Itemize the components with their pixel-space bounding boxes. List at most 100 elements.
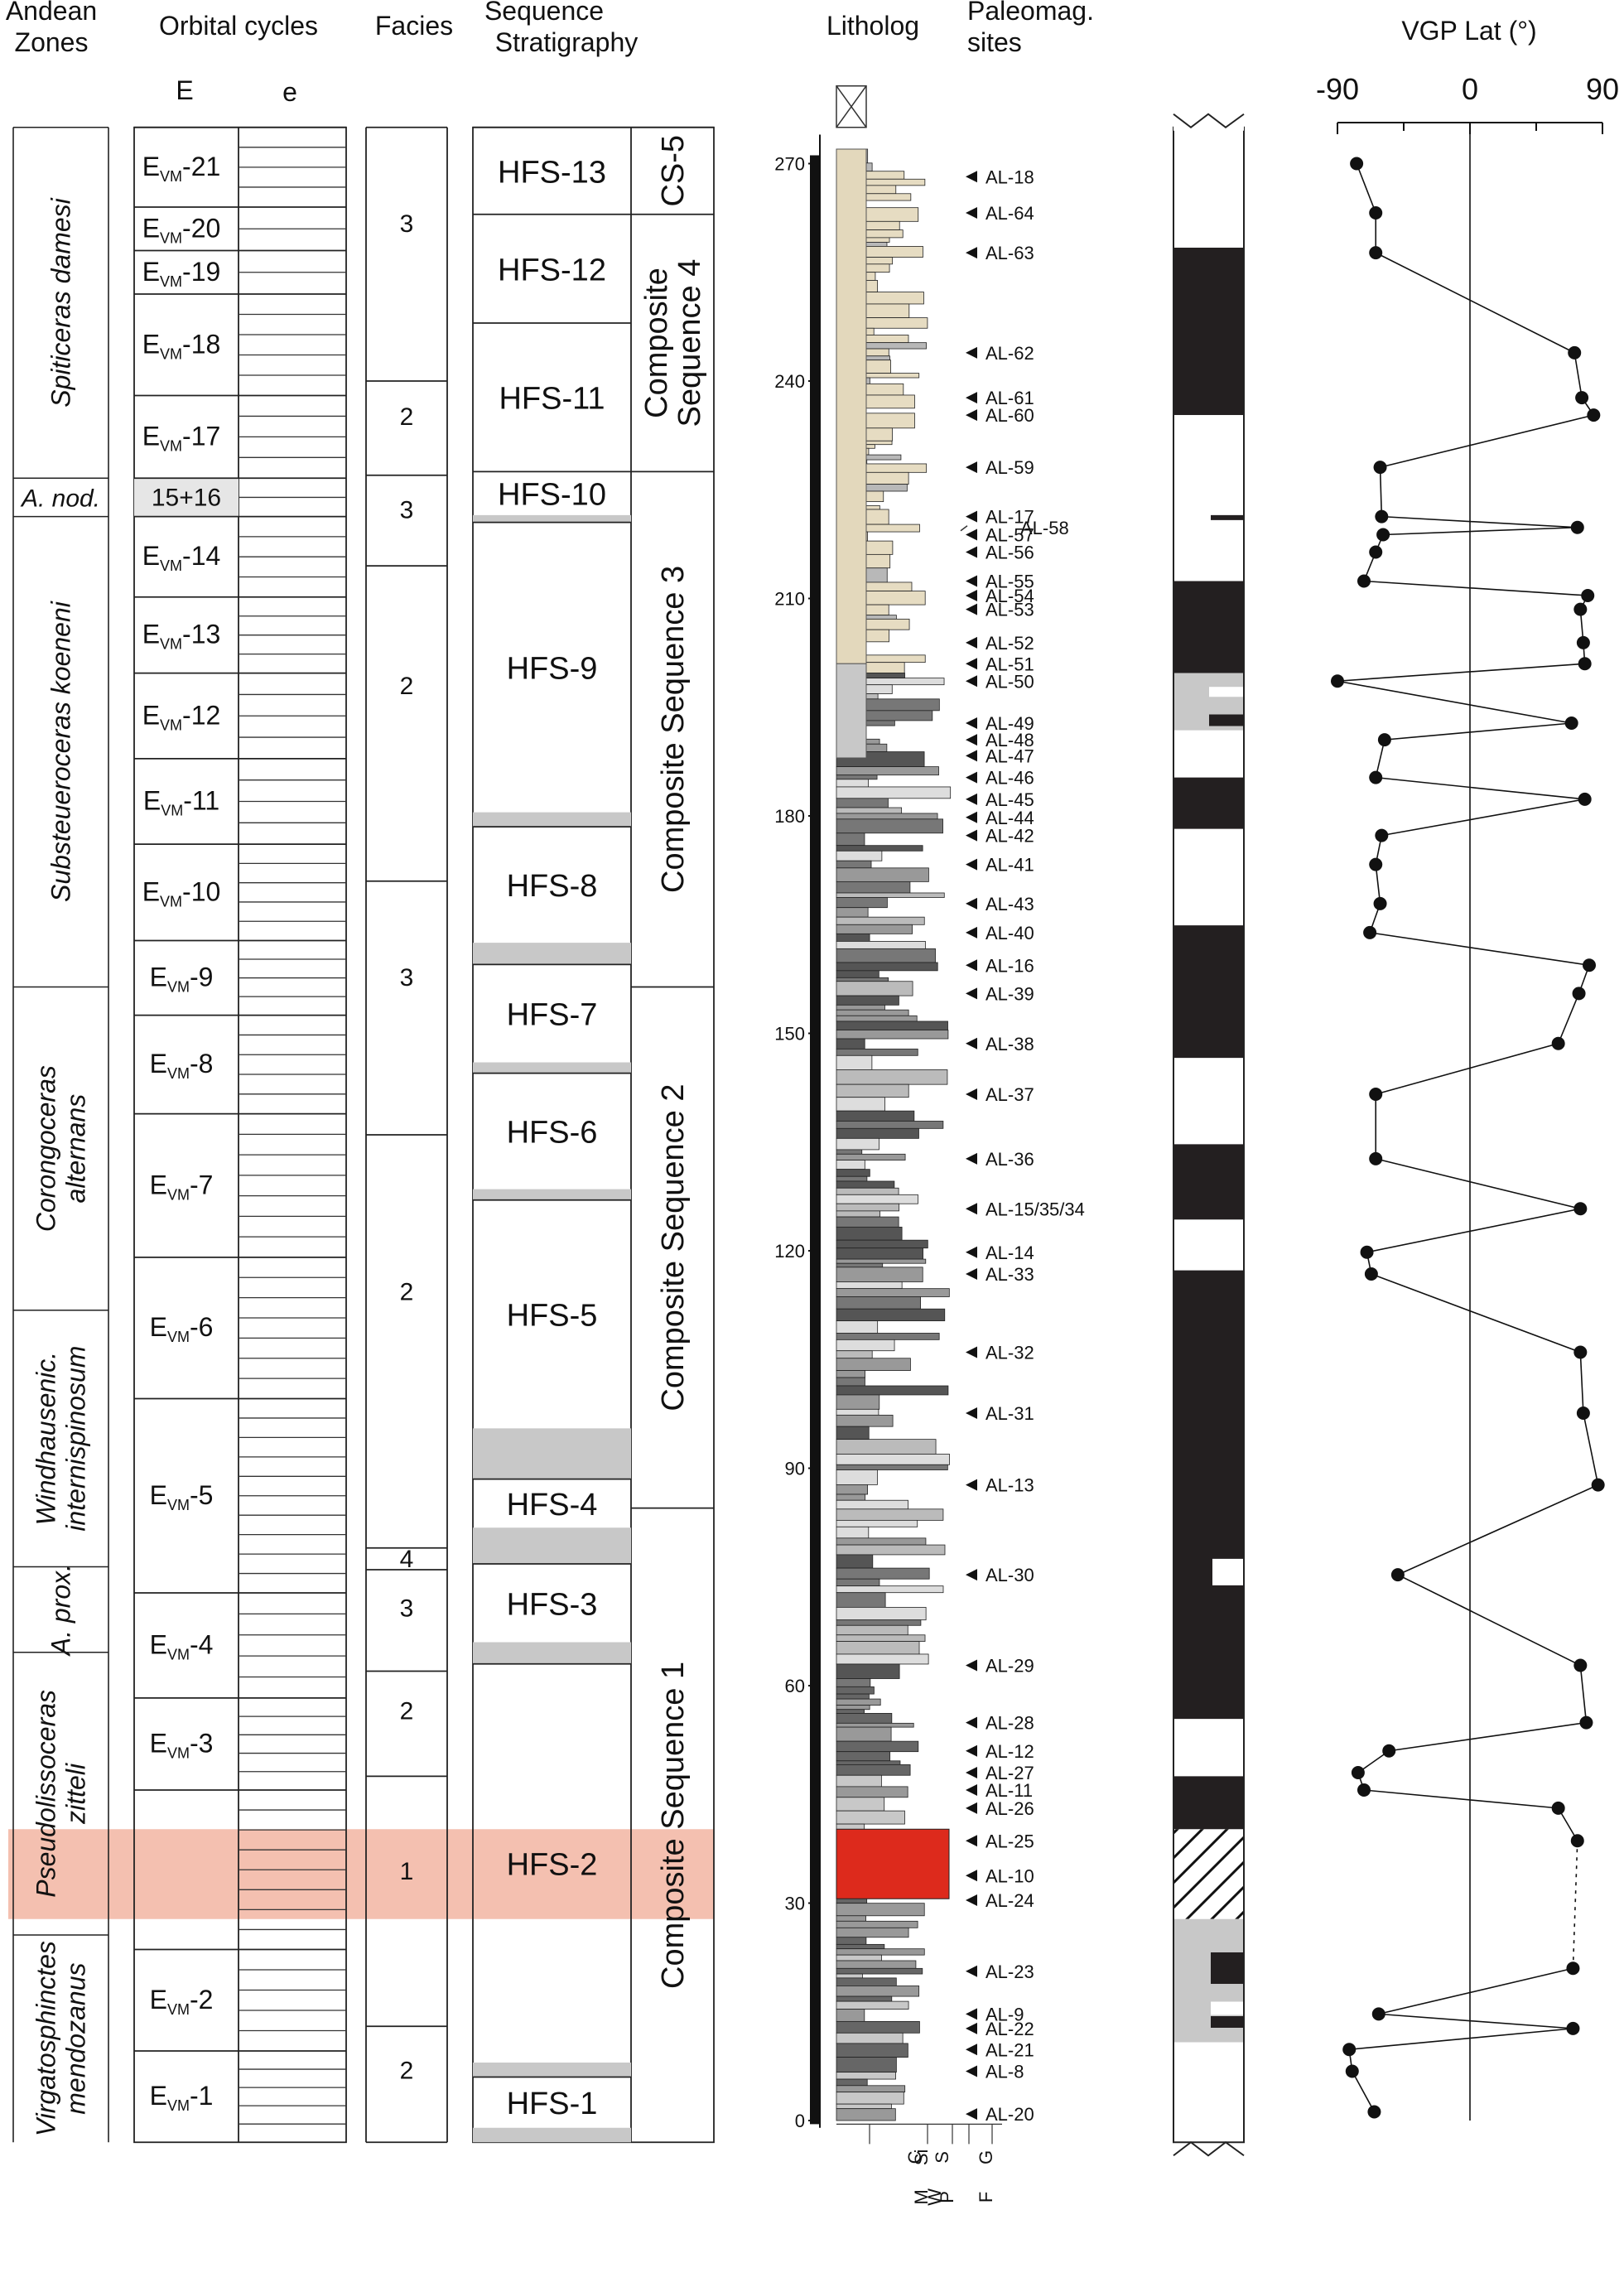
paleomag-site-label: AL-46 <box>985 768 1034 789</box>
paleomag-site-label: AL-42 <box>985 826 1034 847</box>
grain-scale-label: F <box>976 2192 996 2203</box>
site-marker-icon <box>966 1037 977 1049</box>
orbital-E-label: EVM-4 <box>150 1629 214 1662</box>
vgp-segment <box>1557 993 1580 1045</box>
vgp-point <box>1587 408 1601 422</box>
paleomag-site-label: AL-13 <box>985 1475 1034 1496</box>
vgp-point <box>1551 1036 1565 1050</box>
vgp-tick-label: 0 <box>1462 72 1478 106</box>
site-marker-icon <box>966 1716 977 1729</box>
paleomag-site-label: AL-27 <box>985 1763 1034 1783</box>
litholog-tick-label: 60 <box>785 1676 805 1696</box>
site-marker-icon <box>966 897 977 910</box>
andean-zone: Spiticeras damesi <box>13 126 108 408</box>
paleomag-site-label: AL-11 <box>985 1780 1033 1801</box>
hfs-sequence: HFS-5 <box>473 1199 631 1479</box>
header-sequence-stratigraphy: Sequence <box>484 0 604 26</box>
paleomag-site: AL-64 <box>966 203 1034 224</box>
facies-interval: 1 <box>366 1775 447 1885</box>
litholog-tick: 150 <box>774 1024 820 1045</box>
facies-interval: 3 <box>366 1569 447 1623</box>
composite-sequence: Composite Sequence 3 <box>631 470 714 893</box>
vgp-point <box>1575 391 1589 405</box>
facies-label: 2 <box>400 1279 414 1306</box>
paleomag-site: AL-9 <box>966 2004 1024 2024</box>
litholog-tick-label: 90 <box>785 1459 805 1479</box>
litholog-tick: 0 <box>795 2111 820 2131</box>
site-marker-icon <box>966 811 977 823</box>
orbital-E-cycle: EVM-2 <box>134 1948 346 2018</box>
litholog-tick-label: 240 <box>774 371 805 392</box>
vgp-point <box>1357 574 1371 588</box>
paleomag-site-label: AL-40 <box>985 923 1034 943</box>
site-marker-icon <box>966 2108 977 2121</box>
site-marker-icon <box>966 1870 977 1882</box>
site-marker-icon <box>966 658 977 670</box>
paleomag-site-label: AL-48 <box>985 730 1034 750</box>
site-marker-icon <box>966 829 977 842</box>
andean-zone: Substeueroceras koeneni <box>13 515 108 902</box>
site-marker-icon <box>966 1965 977 1977</box>
site-marker-icon <box>966 575 977 587</box>
paleomag-site: AL-61 <box>966 388 1034 408</box>
vgp-point <box>1367 2105 1381 2119</box>
facies-interval: 2 <box>366 2025 447 2144</box>
site-marker-icon <box>966 1894 977 1906</box>
orbital-E-cycle: EVM-13 <box>134 596 346 653</box>
paleomag-site-label: AL-44 <box>985 808 1034 828</box>
vgp-point <box>1551 1801 1565 1815</box>
site-marker-icon <box>966 2008 977 2020</box>
vgp-tick: 0 <box>1462 72 1478 134</box>
paleomag-site-label: AL-51 <box>985 654 1034 674</box>
orbital-E-cycle: EVM-11 <box>134 757 346 819</box>
orbital-E-label: EVM-20 <box>142 213 221 246</box>
paleomag-site-label: AL-24 <box>985 1890 1034 1911</box>
paleomag-site-label: AL-31 <box>985 1403 1034 1424</box>
orbital-E-label: EVM-12 <box>142 700 221 733</box>
vgp-segment <box>1579 1665 1588 1723</box>
paleomag-site: AL-28 <box>966 1713 1034 1734</box>
vgp-point <box>1369 1151 1383 1165</box>
paleomag-site-label: AL-14 <box>985 1243 1034 1263</box>
paleomag-site: AL-36 <box>966 1149 1034 1170</box>
orbital-E-cycle: EVM-9 <box>134 939 346 996</box>
orbital-E-label: EVM-13 <box>142 620 221 653</box>
paleomag-site: AL-44 <box>966 808 1034 828</box>
site-marker-icon <box>966 590 977 601</box>
vgp-point <box>1350 157 1364 171</box>
paleomag-site-label: AL-45 <box>985 789 1034 810</box>
hfs-sequence: HFS-11 <box>473 322 631 417</box>
vgp-segment <box>1384 722 1572 741</box>
paleomag-site-label: AL-54 <box>985 586 1034 606</box>
composite-sequence-label: CS-5 <box>656 135 691 207</box>
litholog-depth-bar <box>810 155 820 2125</box>
paleomag-site-label: AL-17 <box>985 507 1034 528</box>
paleomag-site: AL-55 <box>966 572 1034 592</box>
paleomag-site-label: AL-57 <box>985 525 1034 546</box>
orbital-E-label: EVM-9 <box>150 963 214 996</box>
paleomag-site-label: AL-20 <box>985 2104 1034 2125</box>
site-marker-icon <box>966 750 977 762</box>
paleomag-site: AL-32 <box>966 1343 1034 1363</box>
paleomag-site: AL-56 <box>966 543 1034 563</box>
paleomag-site: AL-48 <box>966 730 1034 750</box>
vgp-segment <box>1389 1721 1587 1752</box>
polarity-interval <box>1173 1776 1244 1830</box>
paleomag-site: AL-23 <box>966 1961 1034 1982</box>
litholog-tick-label: 210 <box>774 589 805 610</box>
hfs-sequence: HFS-12 <box>473 213 631 287</box>
vgp-point <box>1578 657 1592 671</box>
site-marker-icon <box>966 926 977 939</box>
orbital-E-label: 15+16 <box>152 484 221 511</box>
hfs-sequence: HFS-3 <box>473 1563 631 1664</box>
vgp-point <box>1377 733 1391 747</box>
orbital-E-label: EVM-2 <box>150 1985 214 2018</box>
paleomag-site: AL-33 <box>966 1264 1034 1285</box>
facies-interval: 2 <box>366 380 447 431</box>
vgp-point <box>1369 206 1383 220</box>
site-marker-icon <box>966 1346 977 1358</box>
hfs-sequence: HFS-10 <box>473 470 631 523</box>
